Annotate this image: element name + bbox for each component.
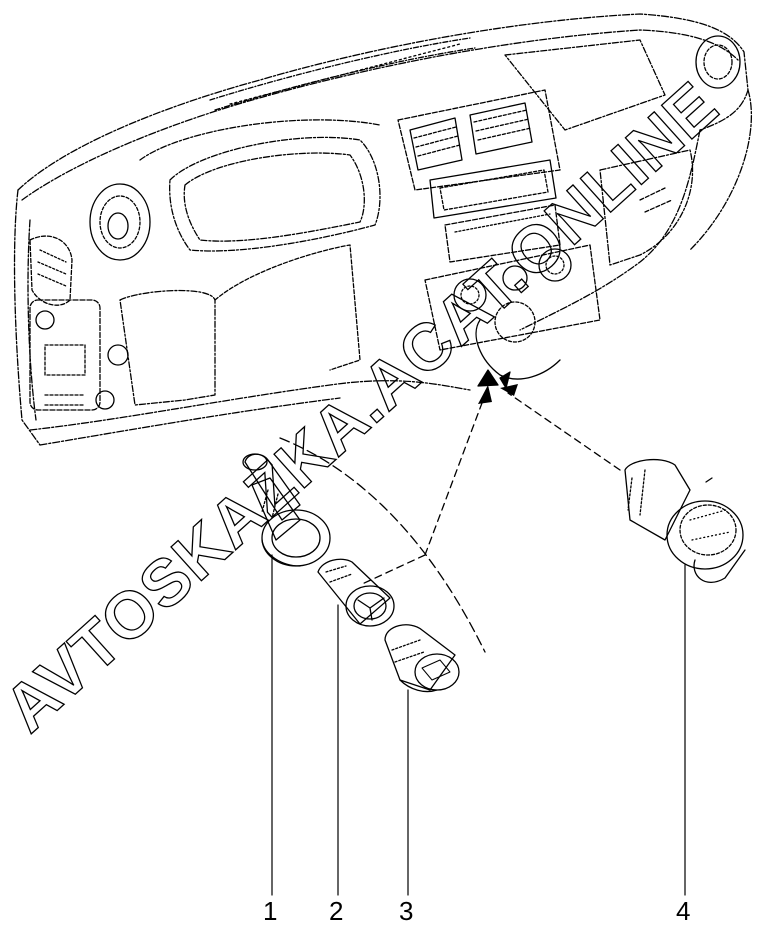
left-air-vent	[89, 183, 151, 261]
part-4-power-outlet	[624, 458, 746, 584]
head-unit	[429, 159, 561, 263]
left-switch-panel	[29, 299, 129, 411]
steering-shroud	[119, 289, 216, 406]
right-air-vent	[695, 35, 741, 89]
callout-label-3: 3	[399, 896, 414, 926]
callout-label-2: 2	[329, 896, 344, 926]
socket-mount-location	[477, 369, 511, 389]
callout-label-4: 4	[676, 896, 691, 926]
part-1-socket-housing	[242, 453, 331, 567]
upper-right-panel	[504, 39, 666, 131]
defrost-vent-strip	[209, 37, 476, 111]
assembly-arrows	[359, 392, 621, 586]
dashboard-illustration	[13, 13, 752, 446]
part-3-lighter-plug	[384, 624, 460, 693]
panel-cutout-arc	[279, 437, 486, 653]
instrument-cluster	[139, 119, 381, 252]
hvac-controls	[424, 244, 601, 380]
glovebox	[599, 149, 694, 266]
center-air-vents	[397, 89, 561, 191]
part-2-inner-sleeve	[317, 558, 395, 627]
callout-label-1: 1	[263, 896, 278, 926]
arrow-heads	[478, 384, 518, 404]
far-left-vent	[29, 235, 73, 306]
leader-lines	[271, 554, 686, 896]
